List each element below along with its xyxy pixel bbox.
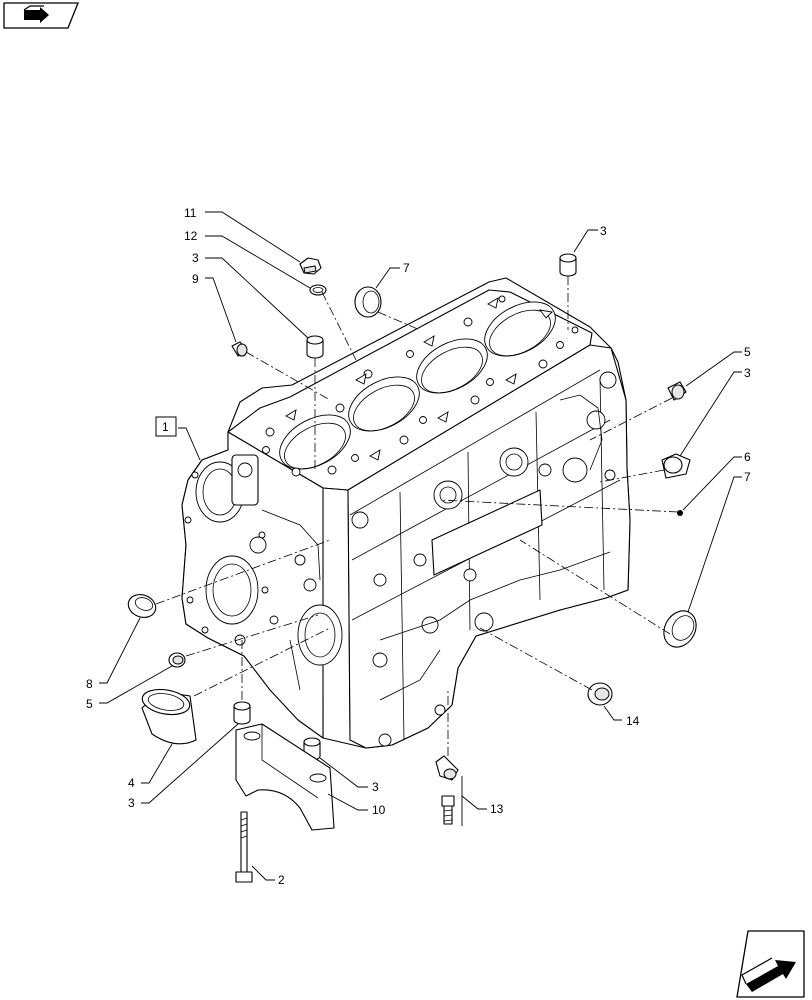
cup-plug-part-7-upper	[354, 286, 382, 318]
cup-plug-part-8	[127, 594, 157, 618]
dowel-part-3-right	[661, 453, 691, 479]
plug-part-11	[299, 257, 322, 275]
callout-3-right: 3	[744, 366, 751, 380]
callout-12: 12	[184, 229, 198, 243]
callout-4: 4	[128, 776, 135, 790]
callout-5-right: 5	[744, 345, 751, 359]
piston-cooling-nozzle-part-13	[435, 755, 459, 825]
ball-part-6	[677, 510, 683, 516]
callout-7-right: 7	[744, 470, 751, 484]
plug-part-5-left	[168, 652, 186, 668]
callout-labels: 1 11 12 3 9 7 3 5 3 6 7 14 8 5 4 3 3 10 …	[86, 206, 751, 887]
assembly-center-lines	[155, 276, 679, 756]
dowel-part-3-lower-left	[233, 701, 251, 725]
callout-9: 9	[192, 272, 199, 286]
bushing-part-4	[141, 688, 197, 745]
bolt-part-2	[235, 811, 253, 883]
callout-8: 8	[86, 677, 93, 691]
callout-14: 14	[626, 714, 640, 728]
plug-part-5-right	[667, 381, 687, 401]
callout-3-lower-left: 3	[128, 796, 135, 810]
callout-7-upper: 7	[403, 261, 410, 275]
next-page-arrow-icon[interactable]	[736, 930, 805, 998]
callout-3-lower: 3	[372, 780, 379, 794]
callout-2: 2	[278, 873, 285, 887]
callout-3-top-right: 3	[600, 224, 607, 238]
book-arrow-icon[interactable]	[3, 2, 79, 29]
callout-13: 13	[490, 802, 504, 816]
callout-5-left: 5	[86, 697, 93, 711]
callout-10: 10	[372, 803, 386, 817]
callout-11: 11	[184, 206, 197, 220]
cup-plug-part-7-right	[663, 610, 697, 648]
dowel-part-3-upper	[306, 335, 324, 359]
plug-part-14	[587, 682, 613, 706]
bearing-cap-part-10	[235, 723, 335, 831]
callout-3-upper: 3	[192, 251, 199, 265]
dowel-part-3-top-right	[559, 253, 577, 277]
plug-part-9	[231, 341, 248, 357]
callout-1-box	[155, 416, 177, 437]
callout-1: 1	[162, 420, 169, 434]
leader-lines	[99, 211, 742, 881]
callout-6: 6	[744, 450, 751, 464]
cylinder-block	[181, 277, 631, 749]
o-ring-part-12	[309, 284, 327, 296]
